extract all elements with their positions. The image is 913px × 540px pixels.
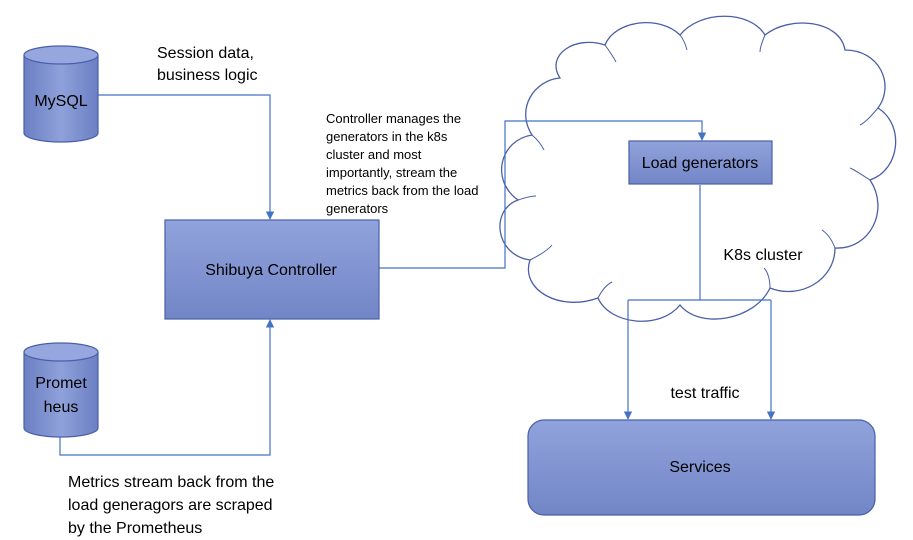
controller-to-generators-arrow <box>379 120 707 269</box>
controller-note-line-4: importantly, stream the <box>326 165 457 180</box>
prometheus-database: Promet heus <box>23 342 99 438</box>
load-generators-box: Load generators <box>628 140 773 185</box>
controller-note: Controller manages the generators in the… <box>326 111 478 216</box>
services-label: Services <box>669 459 730 476</box>
mysql-label: MySQL <box>34 93 87 110</box>
test-traffic-label: test traffic <box>670 385 739 402</box>
prometheus-label-line1: Promet <box>35 375 87 392</box>
metrics-line-1: Metrics stream back from the <box>68 474 274 491</box>
session-line-1: Session data, <box>157 45 254 62</box>
load-generators-label: Load generators <box>642 155 759 172</box>
metrics-line-3: by the Prometheus <box>68 520 202 537</box>
controller-note-line-2: generators in the k8s <box>326 129 448 144</box>
k8s-cluster-label: K8s cluster <box>723 247 803 264</box>
services-box: Services <box>527 419 876 516</box>
controller-label: Shibuya Controller <box>205 262 337 279</box>
connectors <box>59 94 776 456</box>
prometheus-to-controller-arrow <box>59 319 275 456</box>
mysql-to-controller-arrow <box>98 94 275 220</box>
shibuya-controller-box: Shibuya Controller <box>164 219 380 320</box>
controller-note-line-5: metrics back from the load <box>326 183 478 198</box>
controller-note-line-6: generators <box>326 201 389 216</box>
metrics-annotation: Metrics stream back from the load genera… <box>68 474 274 537</box>
controller-note-line-3: cluster and most <box>326 147 422 162</box>
prometheus-label-line2: heus <box>44 399 79 416</box>
session-annotation: Session data, business logic <box>157 45 258 84</box>
controller-note-line-1: Controller manages the <box>326 111 461 126</box>
session-line-2: business logic <box>157 67 258 84</box>
mysql-database: MySQL <box>23 45 99 143</box>
metrics-line-2: load generagors are scraped <box>68 497 273 514</box>
